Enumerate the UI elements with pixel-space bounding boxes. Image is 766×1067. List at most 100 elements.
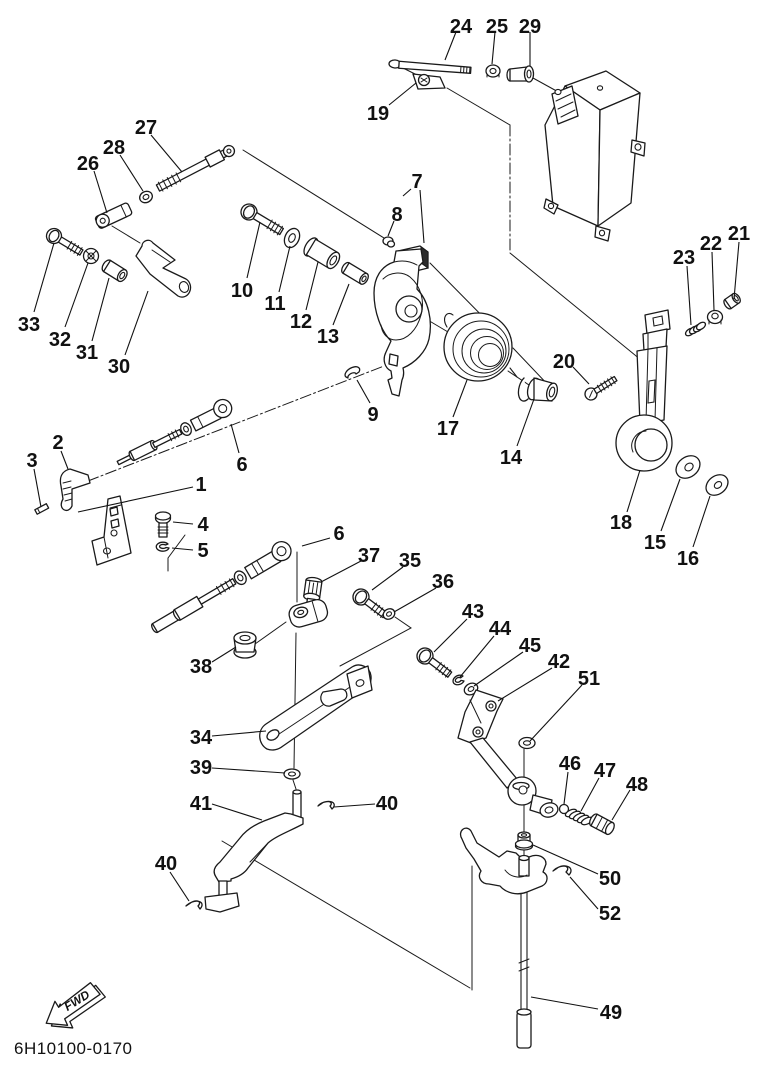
leader-line-33-9	[33, 242, 55, 313]
leader-line-17-18	[452, 379, 468, 418]
part-label-40: 40	[155, 853, 177, 875]
part-24-lever-rod	[388, 59, 472, 74]
leader-line-16-26	[692, 495, 711, 548]
part-20-screw	[584, 375, 618, 401]
part-label-43: 43	[462, 601, 484, 623]
leader-line-30-12	[124, 290, 149, 356]
part-label-50: 50	[599, 868, 621, 890]
part-label-15: 15	[644, 532, 666, 554]
part-label-4: 4	[197, 514, 209, 536]
part-6-link-rod-upper	[116, 398, 233, 466]
fwd-arrow: FWD	[45, 982, 106, 1029]
part-26-link	[94, 202, 133, 229]
leader-line-15-25	[660, 478, 681, 532]
part-label-24: 24	[450, 16, 473, 38]
leader-line-2-27	[60, 450, 69, 470]
part-29-clamp-pin	[506, 65, 535, 83]
part-label-33: 33	[18, 314, 40, 336]
part-2-lever	[59, 468, 91, 512]
part-5-lock-washer	[155, 541, 170, 552]
part-label-34: 34	[190, 727, 213, 749]
leader-line-43-40	[433, 618, 468, 653]
part-46-ball	[558, 803, 570, 815]
leader-line-38-37	[211, 646, 237, 663]
part-label-20: 20	[553, 351, 575, 373]
leader-line-40-50	[169, 871, 190, 902]
part-label-18: 18	[610, 512, 632, 534]
part-38-grommet	[233, 631, 257, 659]
leader-line-1-29	[77, 486, 194, 513]
part-label-6: 6	[333, 523, 344, 545]
diagram-part-code: 6H10100-0170	[14, 1039, 132, 1058]
part-21-cap	[723, 292, 741, 310]
part-label-21: 21	[728, 223, 750, 245]
leader-line-25-1	[491, 31, 496, 65]
leader-line-52-52	[569, 876, 599, 910]
part-42-bracket-arm	[457, 689, 559, 818]
leader-line-42-43	[497, 667, 553, 702]
part-label-9: 9	[367, 404, 378, 426]
part-34-throttle-arm	[259, 664, 373, 751]
part-18-magnet-control-arm	[615, 309, 673, 472]
part-1-bracket	[91, 495, 132, 566]
part-37-swivel-block	[288, 599, 329, 628]
part-label-39: 39	[190, 757, 212, 779]
part-50-bushing	[514, 831, 534, 851]
part-28-nut	[139, 190, 153, 204]
part-label-2: 2	[52, 432, 63, 454]
part-16-washer	[705, 474, 729, 496]
part-48-plug-screw	[589, 813, 615, 836]
part-label-27: 27	[135, 117, 157, 139]
leader-line-22-22	[711, 251, 715, 311]
part-31-collar	[101, 259, 128, 283]
leader-line-45-42	[473, 651, 524, 687]
leader-line-46-45	[563, 771, 569, 805]
leader-line-31-11	[91, 277, 110, 342]
leader-line-37-34	[320, 560, 362, 583]
part-23-spring	[684, 321, 707, 337]
part-label-37: 37	[358, 545, 380, 567]
leader-line-5-31	[171, 547, 194, 551]
part-label-51: 51	[578, 668, 600, 690]
part-label-30: 30	[108, 356, 130, 378]
part-label-36: 36	[432, 571, 454, 593]
part-label-29: 29	[519, 16, 541, 38]
leader-line-51-44	[529, 684, 583, 742]
part-label-7: 7	[411, 171, 422, 193]
leader-line-8-8	[387, 220, 395, 237]
part-label-1: 1	[195, 474, 206, 496]
part-label-8: 8	[391, 204, 402, 226]
part-3-pin	[34, 503, 50, 515]
part-22-nut	[706, 309, 724, 325]
part-41-link-arm	[204, 789, 304, 913]
part-12-bushing	[303, 237, 341, 270]
part-label-10: 10	[231, 280, 253, 302]
leader-line-34-38	[211, 730, 267, 737]
part-label-11: 11	[264, 293, 285, 315]
part-36-washer	[382, 608, 396, 620]
part-label-5: 5	[197, 540, 208, 562]
part-label-23: 23	[673, 247, 695, 269]
leader-line-21-23	[733, 241, 740, 300]
part-label-16: 16	[677, 548, 699, 570]
leader-line-48-47	[611, 789, 631, 821]
part-43-bolt	[416, 647, 453, 678]
part-label-41: 41	[190, 793, 212, 815]
leader-line-11-14	[278, 245, 291, 293]
leader-line-36-36	[393, 587, 437, 613]
leader-line-35-35	[371, 566, 404, 591]
part-label-42: 42	[548, 651, 570, 673]
part-10-bolt	[240, 203, 285, 236]
leader-line-14-19	[516, 398, 535, 447]
part-11-washer	[283, 227, 301, 249]
leader-line-26-6	[93, 170, 108, 214]
part-32-star-washer	[82, 247, 100, 265]
part-40-clip-upper	[317, 800, 335, 810]
leader-line-6-33	[301, 537, 331, 547]
leader-line-47-46	[580, 777, 600, 812]
part-label-22: 22	[700, 233, 722, 255]
leader-line-3-28	[33, 468, 42, 508]
